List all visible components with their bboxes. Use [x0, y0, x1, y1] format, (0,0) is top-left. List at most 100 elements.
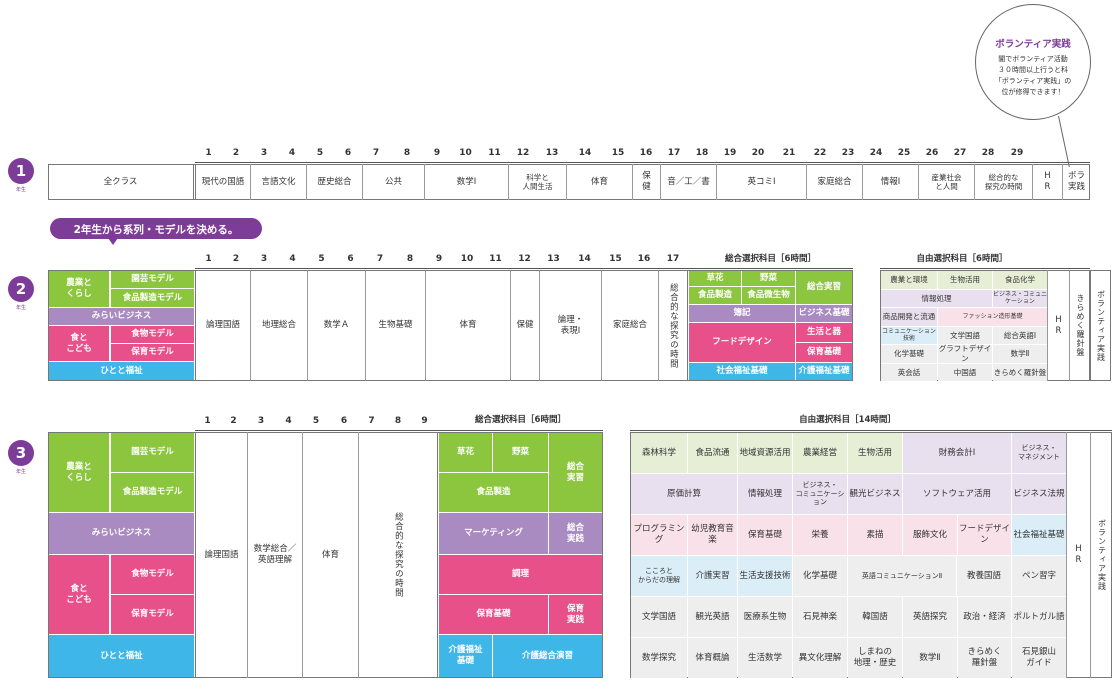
free-subject: 韓国語	[848, 597, 902, 637]
period-number: 3	[257, 416, 265, 426]
period-number: 7	[372, 148, 380, 158]
g2-food-design: フードデザイン	[689, 323, 796, 363]
free-subject: 英会話	[881, 363, 937, 381]
period-number: 4	[288, 148, 296, 158]
period-number: 25	[897, 148, 911, 158]
grade-3-badge: 3	[8, 440, 34, 466]
free-subject: ビジネス・ マネジメント	[1012, 433, 1066, 473]
period-number: 1	[205, 148, 212, 158]
free-subject: 地域資源活用	[738, 433, 792, 473]
g3-free-hr: H R	[1066, 432, 1090, 678]
g3-sogojissen: 総合 実践	[549, 513, 602, 555]
free-subject: ソフトウェア活用	[903, 474, 1011, 514]
g2-kaigo: 介護福祉基礎	[796, 363, 852, 380]
g2-ronri: 論理国語	[195, 270, 250, 381]
g2-shokuhin: 食品製造	[689, 287, 742, 305]
free-subject: 異文化理解	[793, 638, 847, 678]
free-subject: ビジネス法規	[1012, 474, 1066, 514]
grade-3-suffix: 年生	[15, 469, 26, 475]
g2-free-vol: ボランティア実践	[1090, 270, 1111, 381]
subject-cell: 現代の国語	[195, 164, 250, 200]
subject-cell: 英コミⅠ	[716, 164, 806, 200]
g3-course-food: 食と こども	[49, 555, 109, 635]
bubble-tail	[1058, 115, 1070, 167]
period-number: 21	[782, 148, 796, 158]
free-subject: 森林科学	[631, 433, 687, 473]
g3-course-shokumotsu: 食物モデル	[110, 555, 194, 595]
period-number: 6	[347, 254, 354, 264]
free-subject: しまねの 地理・歴史	[848, 638, 902, 678]
grade-2-header-line	[195, 268, 853, 269]
free-subject: 観光英語	[688, 597, 737, 637]
g2-course-mirai: みらいビジネス	[49, 308, 194, 326]
g3-kaigoenshu: 介護総合演習	[493, 635, 602, 677]
g2-sogojisshu: 総合実習	[796, 271, 852, 305]
g3-course-mirai: みらいビジネス	[49, 513, 194, 555]
free-subject: きらめく 羅針盤	[958, 638, 1011, 678]
period-number: 23	[841, 148, 855, 158]
subject-cell: 音／工／書	[660, 164, 716, 200]
period-number: 13	[547, 254, 560, 264]
g2-course-agri: 農業と くらし	[49, 271, 109, 308]
period-number: 5	[316, 148, 324, 158]
free-subject: フードデザイン	[958, 515, 1011, 555]
subject-cell: 情報Ⅰ	[862, 164, 918, 200]
period-number: 26	[925, 148, 939, 158]
period-number: 14	[578, 254, 591, 264]
free-subject: 服飾文化	[903, 515, 957, 555]
period-number: 3	[260, 254, 268, 264]
subject-cell: 数学Ⅰ	[424, 164, 508, 200]
period-number: 4	[289, 254, 296, 264]
subject-cell: 歴史総合	[306, 164, 362, 200]
g3-free-title: 自由選択科目［14時間］	[799, 414, 896, 425]
period-number: 15	[611, 148, 625, 158]
g2-hoikukiso: 保育基礎	[796, 343, 852, 363]
free-subject: 文学国語	[938, 326, 992, 344]
period-number: 2	[232, 254, 240, 264]
grade-1-suffix: 年生	[15, 187, 26, 193]
g2-seibutsu: 生物基礎	[365, 270, 425, 381]
g2-elective-title: 総合選択科目［6時間］	[725, 253, 816, 264]
free-subject: ポルトガル語	[1012, 597, 1066, 637]
g3-free-header-line	[630, 430, 1112, 431]
free-subject: 財務会計Ⅰ	[903, 433, 1011, 473]
period-number: 11	[489, 254, 502, 264]
period-number: 11	[488, 148, 501, 158]
g3-yasai: 野菜	[493, 433, 549, 473]
grade-3-table	[48, 432, 603, 678]
free-subject: 総合英語Ⅰ	[993, 326, 1047, 344]
g2-boki: 簿記	[689, 305, 796, 323]
g2-course-shokumotsu: 食物モデル	[110, 326, 194, 344]
free-subject: 政治・経済	[958, 597, 1011, 637]
subject-cell: 保 健	[632, 164, 660, 200]
free-subject: 農業経営	[793, 433, 847, 473]
g3-course-hoiku: 保育モデル	[110, 595, 194, 635]
g3-hoikujissen: 保育 実践	[549, 595, 602, 635]
g3-course-hito: ひとと福祉	[49, 635, 194, 677]
g3-elective-title: 総合選択科目［6時間］	[475, 414, 566, 425]
g2-kusabana: 草花	[689, 271, 742, 287]
free-subject: ペン習字	[1012, 556, 1066, 596]
g2-course-shoku: 食品製造モデル	[110, 289, 194, 308]
g2-katei: 家庭総合	[601, 270, 658, 381]
free-subject: 数学Ⅱ	[993, 345, 1047, 363]
free-subject: 中国語	[938, 363, 992, 381]
period-number: 4	[285, 416, 292, 426]
period-number: 3	[260, 148, 268, 158]
period-number: 1	[205, 254, 212, 264]
g3-hoikukiso: 保育基礎	[439, 595, 549, 635]
subject-cell: 総合的な 探究の時間	[974, 164, 1032, 200]
period-number: 6	[340, 416, 348, 426]
period-number: 18	[695, 148, 709, 158]
free-subject: 医療系生物	[738, 597, 792, 637]
g3-course-agri: 農業と くらし	[49, 433, 109, 513]
period-number: 15	[609, 254, 622, 264]
subject-cell: 産業社会 と人間	[918, 164, 974, 200]
free-subject: 食品化学	[993, 271, 1047, 289]
g2-course-engei: 園芸モデル	[110, 271, 194, 289]
g3-chori: 調理	[439, 555, 602, 595]
g3-marketing: マーケティング	[439, 513, 549, 555]
free-subject: 英語コミュニケーションⅡ	[848, 556, 956, 596]
period-number: 20	[751, 148, 765, 158]
g2-chiri: 地理総合	[250, 270, 307, 381]
